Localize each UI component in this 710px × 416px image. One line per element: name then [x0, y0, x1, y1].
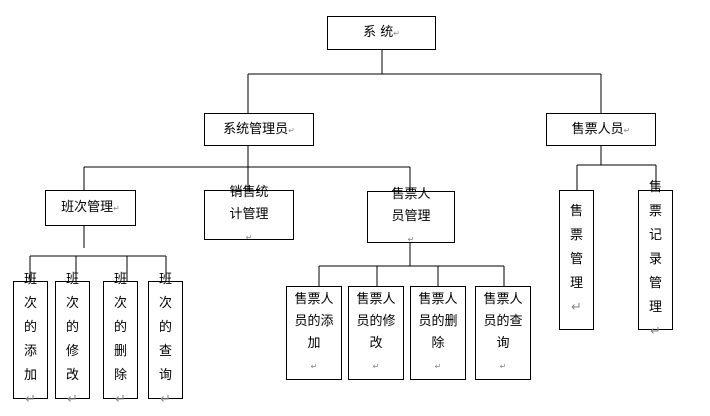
node-label: 售票人员的添加 [294, 291, 334, 351]
node-sales-statistics: 销售统计管理 ↵ [204, 185, 294, 242]
return-mark: ↵ [310, 361, 318, 371]
node-seller-query: 售票人员的查询 ↵ [475, 286, 531, 380]
node-label: 销售统计管理 [229, 184, 269, 222]
node-shift-query: 班次的查询 ↵ [148, 272, 183, 407]
node-ticket-record-management: 售票记录管理 ↵ [638, 180, 673, 339]
node-shift-delete: 班次的删除 ↵ [103, 272, 138, 407]
return-mark: ↵ [650, 324, 661, 339]
node-label: 售票管理 [569, 204, 583, 291]
return-mark: ↵ [372, 361, 380, 371]
node-label: 售票人员的查询 [483, 291, 523, 351]
node-label: 售票记录管理 [648, 180, 662, 315]
return-mark: ↵ [393, 29, 400, 39]
return-mark: ↵ [67, 392, 78, 407]
node-ticket-seller: 售票人员↵ [546, 113, 656, 146]
node-seller-add: 售票人员的添加 ↵ [286, 286, 342, 380]
node-seller-management: 售票人员管理 ↵ [367, 187, 455, 244]
return-mark: ↵ [288, 125, 295, 135]
node-label: 班次的添加 [23, 272, 37, 383]
return-mark: ↵ [160, 392, 171, 407]
return-mark: ↵ [434, 361, 442, 371]
node-system: 系 统↵ [327, 16, 436, 50]
return-mark: ↵ [623, 125, 631, 135]
node-shift-management: 班次管理↵ [45, 190, 136, 226]
node-label: 班次管理 [61, 200, 114, 216]
node-seller-edit: 售票人员的修改 ↵ [348, 286, 404, 380]
node-label: 班次的删除 [113, 272, 127, 383]
node-label: 售票人员的删除 [418, 291, 458, 351]
node-system-admin: 系统管理员↵ [204, 113, 314, 146]
return-mark: ↵ [25, 392, 36, 407]
node-label: 售票人员 [571, 121, 624, 137]
return-mark: ↵ [499, 361, 507, 371]
return-mark: ↵ [245, 232, 253, 242]
node-label: 系 统 [363, 25, 394, 41]
node-ticket-management: 售票管理 ↵ [559, 190, 594, 330]
node-shift-edit: 班次的修改 ↵ [55, 272, 90, 407]
node-label: 系统管理员 [223, 121, 289, 137]
return-mark: ↵ [571, 300, 582, 315]
node-label: 班次的修改 [65, 272, 79, 383]
return-mark: ↵ [113, 204, 120, 214]
return-mark: ↵ [115, 392, 126, 407]
return-mark: ↵ [407, 234, 415, 244]
node-shift-add: 班次的添加 ↵ [13, 272, 48, 407]
node-label: 班次的查询 [158, 272, 172, 383]
node-label: 售票人员的修改 [356, 291, 396, 351]
node-seller-delete: 售票人员的删除 ↵ [410, 286, 466, 380]
node-label: 售票人员管理 [391, 186, 431, 224]
